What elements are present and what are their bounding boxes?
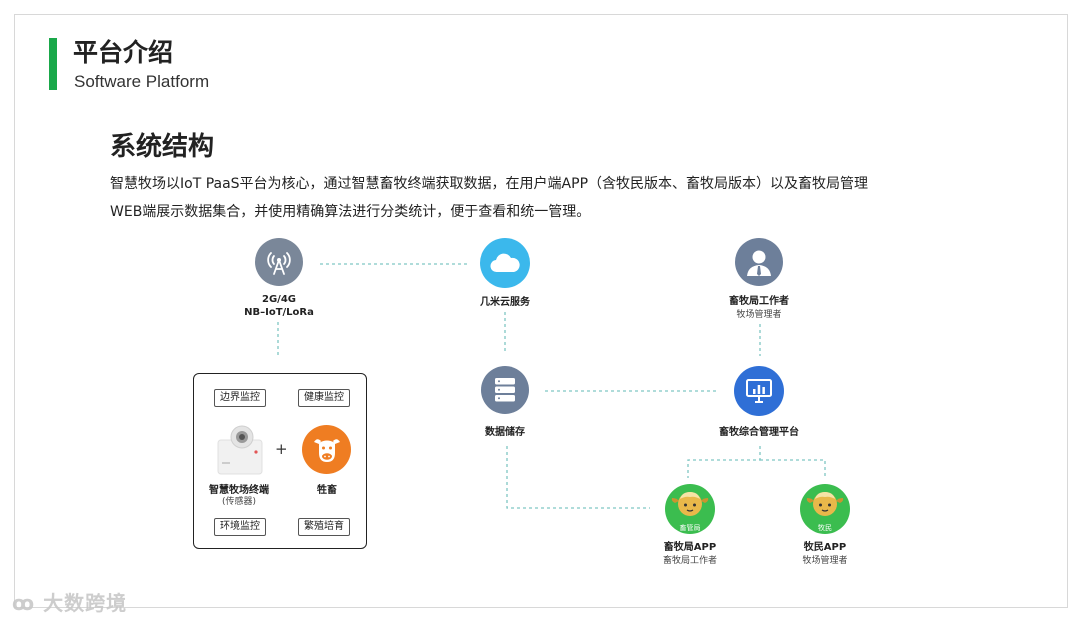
- sheep-app-icon: [671, 492, 709, 516]
- plus-sign: +: [275, 440, 288, 458]
- antenna-tower-icon: [267, 252, 291, 275]
- bureau-app-icon: [665, 484, 715, 534]
- watermark-logo-icon: ꝏ: [12, 591, 44, 615]
- watermark: ꝏ 大数跨境: [12, 587, 127, 616]
- title-accent-bar: [49, 38, 57, 90]
- herder-app-badge: 牧民: [818, 524, 832, 532]
- livestock-node-icon: [302, 425, 351, 474]
- tag-environment-monitoring: 环境监控: [214, 518, 266, 536]
- network-node-icon: [255, 238, 303, 286]
- page-subtitle: Software Platform: [74, 72, 210, 91]
- herder-app-sublabel: 牧场管理者: [802, 556, 848, 566]
- monitor-chart-icon: [746, 379, 772, 403]
- connector-platform-apps: [687, 446, 761, 478]
- livestock-label: 牲畜: [317, 485, 337, 496]
- connector-platform-herder-app: [760, 459, 826, 478]
- cloud-label: 几米云服务: [480, 297, 530, 308]
- storage-label: 数据储存: [485, 427, 525, 438]
- terminal-label-line2: (传感器): [221, 497, 257, 507]
- cloud-icon: [490, 253, 520, 273]
- cloud-node-icon: [480, 238, 530, 288]
- connector-storage-app: [506, 446, 650, 509]
- user-icon: [747, 250, 771, 276]
- worker-node-icon: [735, 238, 783, 286]
- platform-label: 畜牧综合管理平台: [719, 427, 799, 438]
- slide-frame: [14, 14, 1068, 608]
- bureau-app-sublabel: 畜牧局工作者: [662, 556, 718, 566]
- section-title: 系统结构: [110, 132, 215, 162]
- watermark-text: 大数跨境: [43, 591, 128, 615]
- tag-breeding: 繁殖培育: [298, 518, 350, 536]
- intro-line-2: WEB端展示数据集合，并使用精确算法进行分类统计，便于查看和统一管理。: [110, 204, 591, 220]
- cow-icon: [313, 438, 340, 462]
- page-title: 平台介绍: [73, 38, 174, 67]
- network-label-line1: 2G/4G: [262, 294, 296, 305]
- device-group-box: 边界监控 健康监控 + 智慧牧场终端 (传感器) 牲畜 环境监控 繁殖培育: [193, 373, 367, 549]
- server-stack-icon: [495, 378, 515, 402]
- storage-node-icon: [481, 366, 529, 414]
- herder-app-icon: [800, 484, 850, 534]
- sheep-app-icon: [806, 492, 844, 516]
- intro-line-1: 智慧牧场以IoT PaaS平台为核心，通过智慧畜牧终端获取数据，在用户端APP（…: [110, 176, 869, 192]
- platform-node-icon: [734, 366, 784, 416]
- bureau-app-label: 畜牧局APP: [663, 542, 717, 553]
- tag-health-monitoring: 健康监控: [298, 389, 350, 407]
- herder-app-label: 牧民APP: [803, 542, 847, 553]
- terminal-label-line1: 智慧牧场终端: [209, 485, 269, 496]
- worker-label: 畜牧局工作者: [729, 296, 789, 307]
- worker-sublabel: 牧场管理者: [736, 310, 782, 320]
- tag-boundary-monitoring: 边界监控: [214, 389, 266, 407]
- bureau-app-badge: 畜管局: [679, 524, 701, 532]
- smart-terminal-sensor-icon: [217, 425, 263, 475]
- network-label-line2: NB–IoT/LoRa: [244, 307, 314, 318]
